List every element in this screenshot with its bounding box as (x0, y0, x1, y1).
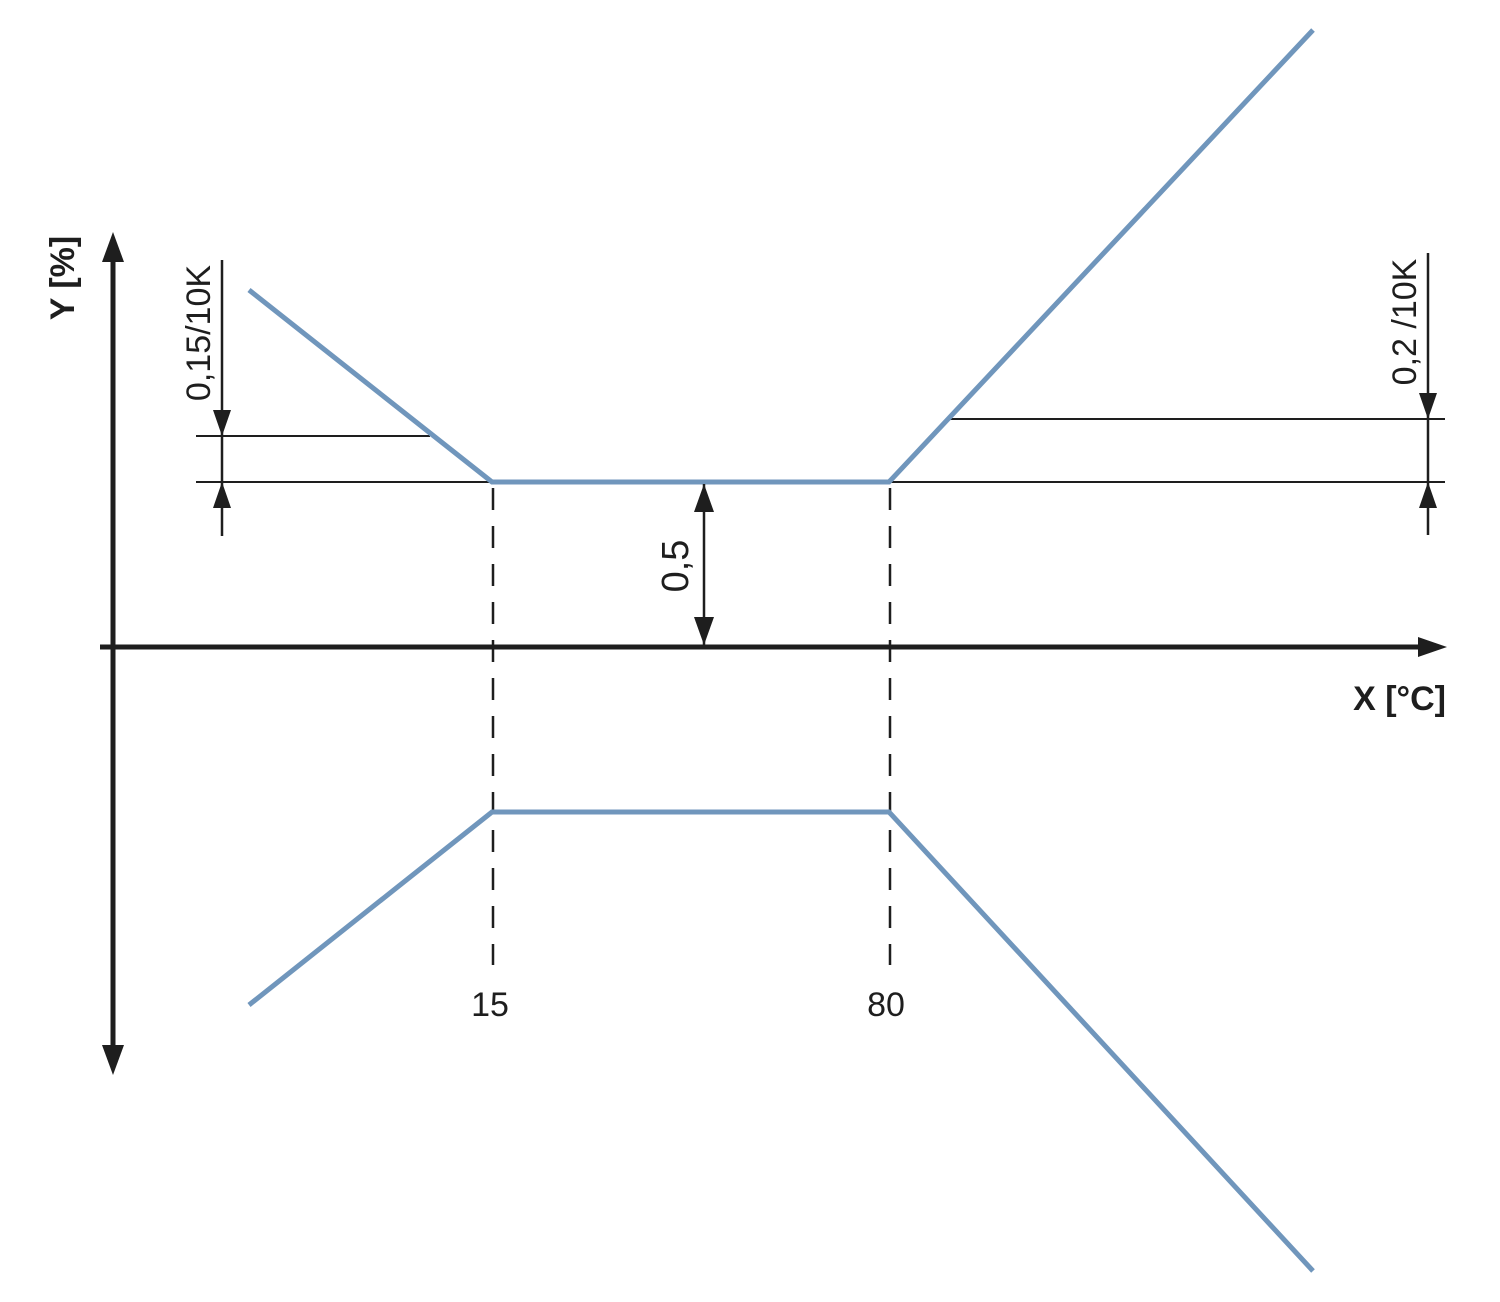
right-slope-label: 0,2 /10K (1386, 258, 1424, 385)
y-axis-up-arrow-icon (102, 232, 124, 262)
x-axis (100, 637, 1447, 657)
dimension-arrow-down-icon (213, 410, 231, 436)
lower-limit-curve (247, 809, 1315, 1273)
dimension-arrow-up-icon (213, 482, 231, 508)
x-tick-80: 80 (867, 986, 905, 1024)
dimension-arrow-down-icon (1419, 393, 1437, 419)
y-axis-label: Y [%] (44, 236, 82, 320)
y-axis (102, 232, 124, 1075)
x-axis-arrow-icon (1418, 637, 1447, 657)
right-slope-dimension (1419, 253, 1437, 535)
dimension-arrow-up-icon (694, 484, 714, 512)
x-tick-15: 15 (471, 986, 509, 1024)
reference-lines (196, 418, 1445, 483)
y-axis-down-arrow-icon (102, 1045, 124, 1075)
upper-limit-curve (247, 28, 1315, 485)
dimension-arrow-up-icon (1419, 482, 1437, 508)
curves (247, 28, 1315, 1273)
offset-dimension (694, 484, 714, 645)
x-axis-label: X [°C] (1353, 680, 1446, 718)
left-slope-dimension (213, 260, 231, 536)
offset-label: 0,5 (655, 540, 697, 593)
dashed-guides (491, 488, 892, 965)
dimension-arrow-down-icon (694, 617, 714, 645)
left-slope-label: 0,15/10K (180, 265, 218, 401)
